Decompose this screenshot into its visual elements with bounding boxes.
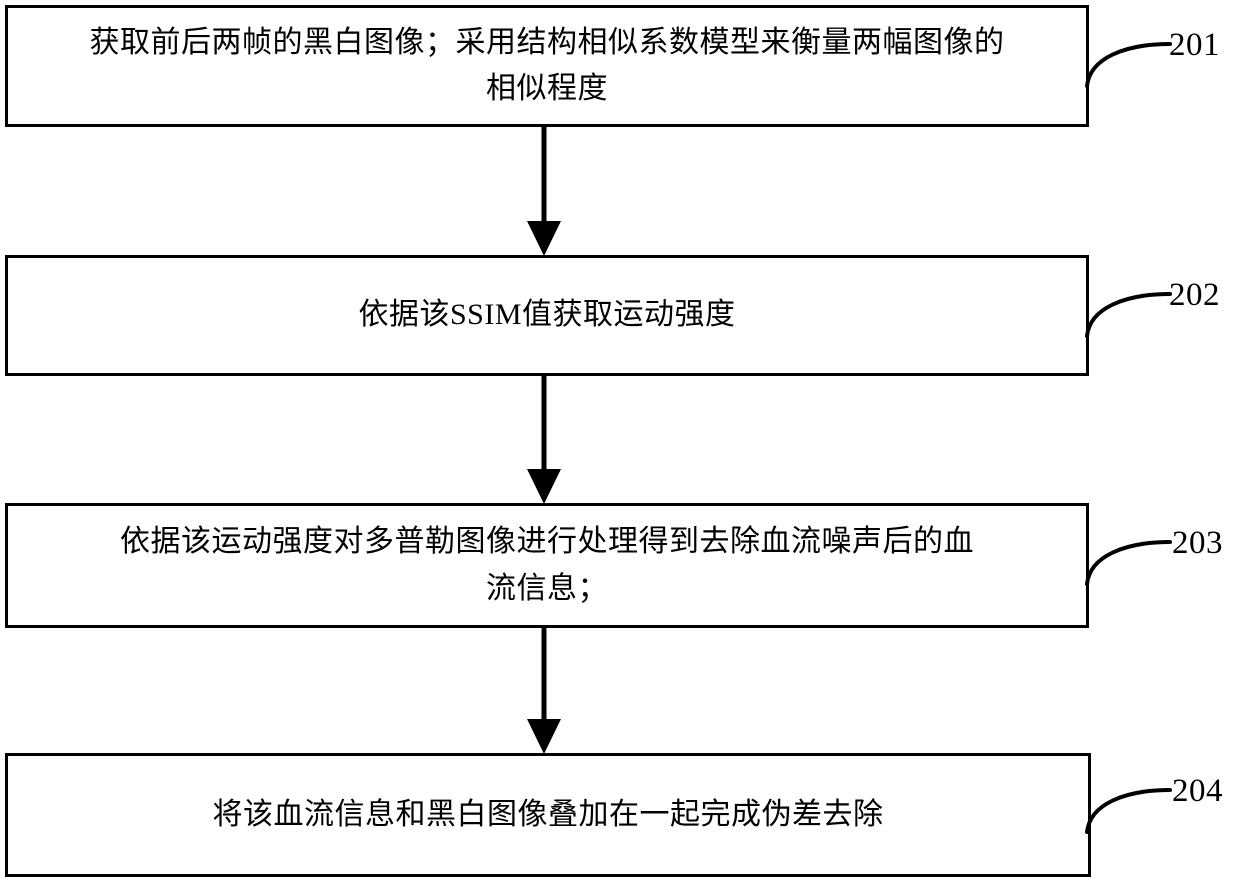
leader-line-203 — [1070, 516, 1200, 626]
connector-arrow-201-to-202 — [520, 125, 570, 257]
flow-step-text-201: 获取前后两帧的黑白图像；采用结构相似系数模型来衡量两幅图像的 相似程度 — [89, 25, 1005, 106]
reference-numeral-203: 203 — [1172, 525, 1223, 561]
reference-numeral-204: 204 — [1172, 773, 1223, 809]
leader-line-204 — [1070, 764, 1200, 874]
flow-step-box-202: 依据该SSIM值获取运动强度 — [5, 255, 1089, 376]
leader-line-202 — [1070, 268, 1200, 378]
flow-step-text-202: 依据该SSIM值获取运动强度 — [358, 298, 736, 332]
leader-line-201 — [1070, 18, 1200, 128]
reference-numeral-201: 201 — [1169, 27, 1220, 63]
connector-arrow-203-to-204 — [520, 626, 570, 755]
flow-step-box-201: 获取前后两帧的黑白图像；采用结构相似系数模型来衡量两幅图像的 相似程度 — [5, 5, 1089, 127]
flow-step-box-203: 依据该运动强度对多普勒图像进行处理得到去除血流噪声后的血 流信息； — [5, 503, 1089, 628]
flow-step-text-203: 依据该运动强度对多普勒图像进行处理得到去除血流噪声后的血 流信息； — [120, 525, 974, 605]
flow-step-box-204: 将该血流信息和黑白图像叠加在一起完成伪差去除 — [5, 753, 1091, 877]
flow-step-text-204: 将该血流信息和黑白图像叠加在一起完成伪差去除 — [212, 797, 884, 831]
connector-arrow-202-to-203 — [520, 374, 570, 505]
reference-numeral-202: 202 — [1169, 277, 1220, 313]
